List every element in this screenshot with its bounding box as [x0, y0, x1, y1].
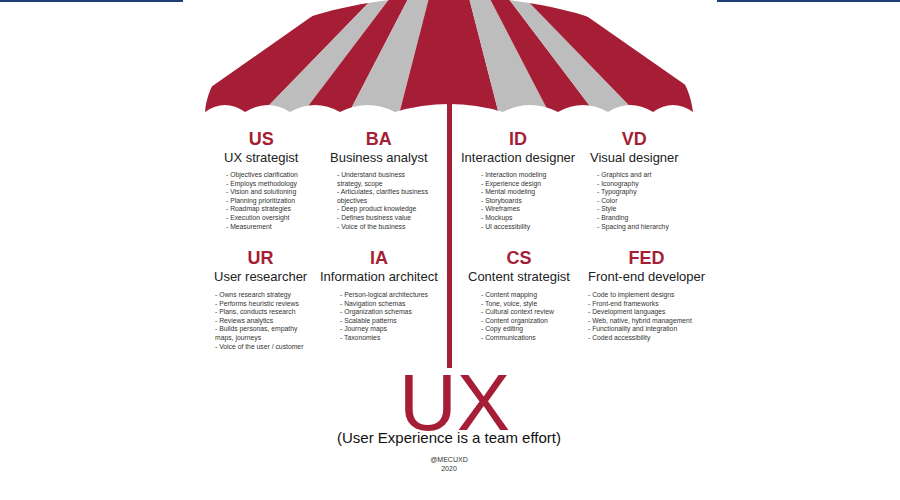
task-item: - Navigation schemas	[340, 300, 440, 309]
role-title: Front-end developer	[588, 269, 705, 285]
role-abbreviation: BA	[330, 129, 428, 150]
task-item: - Development languages	[588, 308, 698, 317]
task-item: - Planning prioritization	[226, 197, 326, 206]
task-item: - Voice of the user / customer	[215, 343, 315, 352]
task-list: - Code to implement designs- Front-end f…	[588, 291, 698, 343]
top-rule	[0, 0, 183, 2]
task-item: - Builds personas, empathy maps, journey…	[215, 325, 315, 342]
role-title: Content strategist	[468, 269, 570, 285]
task-item: - Branding	[597, 214, 697, 223]
task-item: - Voice of the business	[337, 223, 429, 232]
role-title: Information architect	[320, 269, 438, 285]
task-list: - Person-logical architectures- Navigati…	[340, 291, 440, 343]
task-item: - Mockups	[481, 214, 581, 223]
task-item: - Performs heuristic reviews	[215, 300, 315, 309]
task-item: - Style	[597, 205, 697, 214]
task-item: - Spacing and hierarchy	[597, 223, 697, 232]
task-item: - Organization schemas	[340, 308, 440, 317]
task-item: - Typography	[597, 188, 697, 197]
role-title: Business analyst	[330, 150, 428, 166]
role-header: IDInteraction designer	[461, 129, 575, 166]
task-item: - Functionality and integration	[588, 325, 698, 334]
role-header: BABusiness analyst	[330, 129, 428, 166]
task-item: - Roadmap strategies	[226, 205, 326, 214]
task-list: - Content mapping- Tone, voice, style- C…	[481, 291, 581, 343]
role-abbreviation: CS	[468, 248, 570, 269]
role-abbreviation: FED	[588, 248, 705, 269]
role-header: CSContent strategist	[468, 248, 570, 285]
role-title: UX strategist	[224, 150, 298, 166]
task-list: - Graphics and art- Iconography- Typogra…	[597, 171, 697, 231]
role-title: User researcher	[214, 269, 307, 285]
role-abbreviation: ID	[461, 129, 575, 150]
task-item: - Color	[597, 197, 697, 206]
task-item: - Interaction modeling	[481, 171, 581, 180]
credit: @MECUXD	[430, 455, 467, 464]
task-item: - Front-end frameworks	[588, 300, 698, 309]
task-item: - Deep product knowledge	[337, 205, 429, 214]
role-header: FEDFront-end developer	[588, 248, 705, 285]
task-item: - Mental modeling	[481, 188, 581, 197]
task-item: - Plans, conducts research	[215, 308, 315, 317]
task-item: - Person-logical architectures	[340, 291, 440, 300]
top-rule	[717, 0, 900, 2]
task-item: - Owns research strategy	[215, 291, 315, 300]
task-item: - Experience design	[481, 180, 581, 189]
task-list: - Understand business strategy, scope- A…	[337, 171, 429, 231]
task-item: - Defines business value	[337, 214, 429, 223]
task-item: - Understand business strategy, scope	[337, 171, 429, 188]
task-item: - Execution oversight	[226, 214, 326, 223]
role-header: IAInformation architect	[320, 248, 438, 285]
role-header: VDVisual designer	[590, 129, 679, 166]
task-item: - Journey maps	[340, 325, 440, 334]
task-item: - Content mapping	[481, 291, 581, 300]
task-item: - Objectives clarification	[226, 171, 326, 180]
role-header: USUX strategist	[224, 129, 298, 166]
task-list: - Objectives clarification- Employs meth…	[226, 171, 326, 231]
role-abbreviation: VD	[590, 129, 679, 150]
role-title: Interaction designer	[461, 150, 575, 166]
task-item: - Copy editing	[481, 325, 581, 334]
task-list: - Owns research strategy- Performs heuri…	[215, 291, 315, 351]
task-item: - Tone, voice, style	[481, 300, 581, 309]
task-item: - Storyboards	[481, 197, 581, 206]
task-item: - Reviews analytics	[215, 317, 315, 326]
task-item: - Measurement	[226, 223, 326, 232]
task-list: - Interaction modeling- Experience desig…	[481, 171, 581, 231]
role-abbreviation: UR	[214, 248, 307, 269]
role-abbreviation: IA	[320, 248, 438, 269]
task-item: - Graphics and art	[597, 171, 697, 180]
task-item: - Vision and solutioning	[226, 188, 326, 197]
caption: (User Experience is a team effort)	[337, 429, 561, 447]
task-item: - Communications	[481, 334, 581, 343]
task-item: - UI accessibility	[481, 223, 581, 232]
task-item: - Articulates, clarifies business object…	[337, 188, 429, 205]
umbrella-pole	[447, 100, 452, 368]
task-item: - Taxonomies	[340, 334, 440, 343]
task-item: - Code to implement designs	[588, 291, 698, 300]
task-item: - Web, native, hybrid management	[588, 317, 698, 326]
task-item: - Employs methodology	[226, 180, 326, 189]
role-title: Visual designer	[590, 150, 679, 166]
role-header: URUser researcher	[214, 248, 307, 285]
task-item: - Iconography	[597, 180, 697, 189]
task-item: - Content organization	[481, 317, 581, 326]
role-abbreviation: US	[224, 129, 298, 150]
task-item: - Scalable patterns	[340, 317, 440, 326]
task-item: - Cultural context review	[481, 308, 581, 317]
task-item: - Coded accessibility	[588, 334, 698, 343]
task-item: - Wireframes	[481, 205, 581, 214]
year: 2020	[441, 464, 457, 473]
